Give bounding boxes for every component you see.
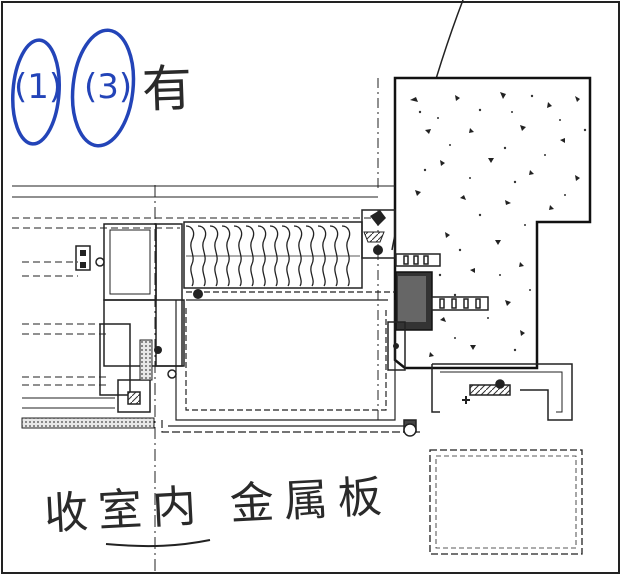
bottom-note-underline (105, 539, 211, 548)
concrete-aggregate (410, 92, 580, 357)
dashed-box (429, 449, 583, 555)
trim-profile (403, 363, 573, 437)
aluminium-frame (99, 223, 185, 413)
blue-circle-2 (70, 28, 136, 148)
concrete-wall (393, 76, 592, 370)
handwritten-top-note: 有 (141, 59, 193, 119)
blue-circle-1 (11, 38, 61, 146)
blue-pen-circles (11, 28, 136, 148)
insulation-zigzag (185, 225, 351, 287)
annotation-mark-2: (3) (84, 67, 133, 107)
reference-lines (12, 185, 395, 409)
wall-bracket (361, 209, 433, 371)
bottom-seal-strip (21, 417, 155, 429)
inner-lining (161, 291, 420, 433)
anchor-bolts (395, 253, 489, 311)
annotation-mark-1: (1) (14, 67, 63, 107)
concrete-specks (418, 94, 587, 352)
insulation-panel (183, 221, 363, 289)
